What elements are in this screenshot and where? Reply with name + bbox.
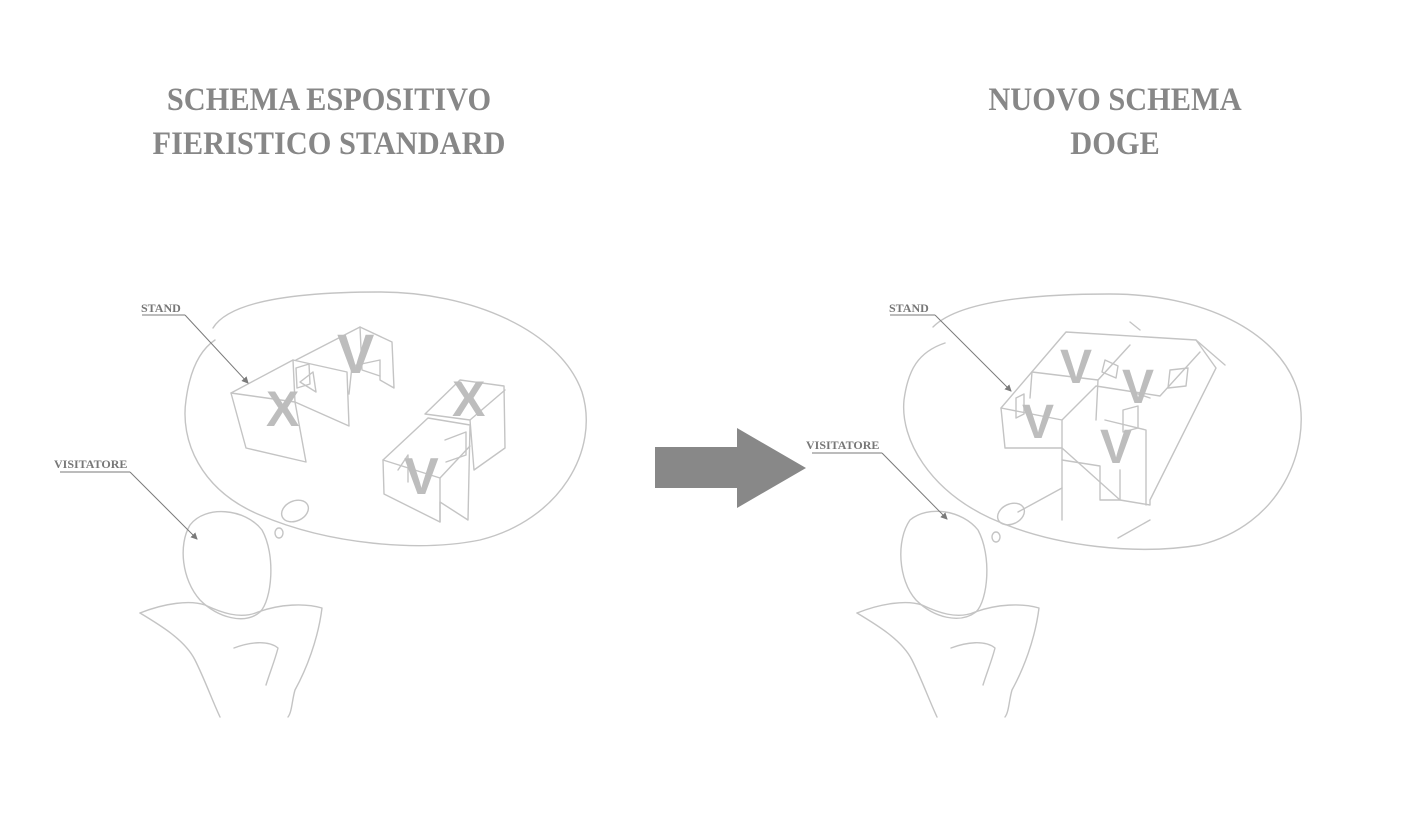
mark-v-4-right: V bbox=[1100, 421, 1132, 474]
stand-label-right: STAND bbox=[889, 301, 929, 315]
right-panel: V V V V STAND VISITATORE bbox=[806, 293, 1302, 718]
right-arrow-icon bbox=[655, 428, 806, 508]
mark-x-1-left: X bbox=[266, 381, 299, 437]
mark-v-1-left: V bbox=[337, 322, 374, 385]
thought-dot-small-right bbox=[991, 531, 1001, 543]
visitor-figure-right bbox=[856, 510, 1040, 718]
title-left-line2: FIERISTICO STANDARD bbox=[152, 126, 506, 162]
mark-v-2-right: V bbox=[1122, 361, 1154, 414]
title-right-line2: DOGE bbox=[1070, 126, 1160, 162]
stand-label-left: STAND bbox=[141, 301, 181, 315]
mark-v-1-right: V bbox=[1060, 341, 1092, 394]
visitor-figure-left bbox=[139, 511, 323, 718]
mark-v-3-right: V bbox=[1022, 396, 1054, 449]
title-standard-scheme: SCHEMA ESPOSITIVO FIERISTICO STANDARD bbox=[90, 78, 568, 166]
mark-v-2-left: V bbox=[404, 448, 439, 506]
mark-x-2-left: X bbox=[452, 371, 485, 427]
visitor-label-left: VISITATORE bbox=[54, 457, 127, 471]
title-right-line1: NUOVO SCHEMA bbox=[988, 82, 1242, 118]
stand-sketches-doge bbox=[1000, 321, 1226, 539]
visitor-label-right: VISITATORE bbox=[806, 438, 879, 452]
left-panel: V X X V STAND VISITATORE bbox=[54, 291, 587, 718]
stand-sketches-standard bbox=[230, 326, 506, 523]
thought-bubble-left bbox=[184, 291, 587, 547]
thought-bubble-right bbox=[902, 293, 1302, 550]
title-left-line1: SCHEMA ESPOSITIVO bbox=[166, 82, 492, 118]
title-new-scheme: NUOVO SCHEMA DOGE bbox=[876, 78, 1354, 166]
thought-dot-large-right bbox=[996, 502, 1026, 526]
thought-dot-small-left bbox=[274, 527, 284, 539]
thought-dot-large-left bbox=[280, 499, 310, 523]
